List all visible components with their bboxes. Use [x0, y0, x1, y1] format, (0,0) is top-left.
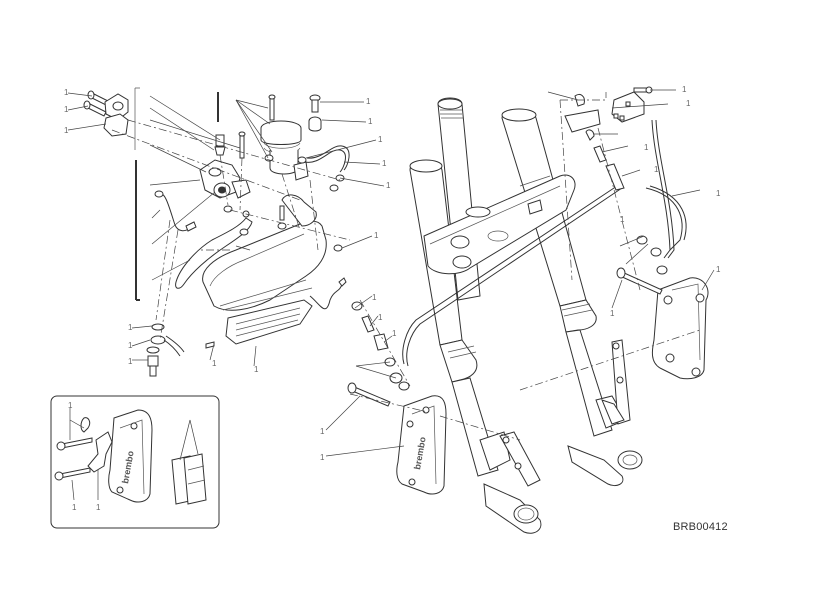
callout: 1 [378, 135, 383, 144]
pad-retaining-pin [80, 417, 91, 433]
banjo-bolt [214, 134, 226, 156]
sensor-bracket [564, 93, 601, 133]
callout: 1 [686, 99, 691, 108]
inset-bolt-lower [54, 467, 91, 481]
leader-lines-left [131, 95, 385, 367]
callout: 1 [382, 159, 387, 168]
callout: 1 [368, 117, 373, 126]
callout: 1 [128, 341, 133, 350]
nut [223, 205, 233, 213]
brake-master-cylinder [199, 159, 251, 199]
callout: 1 [68, 401, 73, 410]
banjo-fittings-left [351, 301, 410, 391]
callout: 1 [716, 189, 721, 198]
callout: 1 [64, 105, 69, 114]
callout: 1 [320, 453, 325, 462]
washers-right [636, 235, 668, 275]
callout: 1 [374, 231, 379, 240]
handlebar-clamp [103, 93, 129, 137]
callout: 1 [72, 503, 77, 512]
callout: 1 [610, 309, 615, 318]
callout: 1 [372, 293, 377, 302]
callout: 1 [212, 359, 217, 368]
triple-clamp [423, 174, 576, 275]
leader-lines-right [325, 89, 715, 457]
assembly-lines-right [349, 92, 701, 441]
brake-hose-left-end [146, 323, 185, 377]
callout: 1 [254, 365, 259, 374]
callout: 1 [378, 313, 383, 322]
inset-caliper-kit: brembo [50, 395, 220, 529]
brake-caliper-left: brembo [396, 395, 447, 495]
fluid-reservoir [260, 94, 309, 181]
caliper-bolt-right [616, 267, 663, 295]
grommet [308, 116, 322, 132]
callout: 1 [128, 323, 133, 332]
callout: 1 [64, 88, 69, 97]
callout: 1 [366, 97, 371, 106]
drawing-code-label: BRB00412 [673, 521, 728, 533]
callout-marks: 1 1 1 1 1 1 1 1 1 1 1 1 1 1 1 1 1 1 1 1 … [64, 85, 721, 512]
inset-caliper: brembo [108, 409, 153, 503]
brake-line-rigid [402, 183, 623, 367]
handlebar-clamp-group [67, 90, 129, 137]
callout: 1 [716, 265, 721, 274]
callout: 1 [64, 126, 69, 135]
callout: 1 [320, 427, 325, 436]
brake-lever [175, 210, 253, 289]
brake-caliper-right [651, 277, 709, 380]
reservoir-cap-bolt [309, 94, 321, 113]
callout: 1 [96, 503, 101, 512]
front-fork-right [501, 108, 643, 487]
assembly-lines-left [111, 119, 351, 341]
speed-sensor [585, 129, 625, 191]
callout: 1 [682, 85, 687, 94]
reservoir-cover [202, 194, 347, 349]
callout: 1 [392, 329, 397, 338]
callout: 1 [654, 165, 659, 174]
brake-pads [171, 453, 207, 505]
callout: 1 [128, 357, 133, 366]
brake-hose-flexible [645, 119, 687, 259]
reservoir-hose [297, 145, 350, 192]
callout: 1 [386, 181, 391, 190]
pad-spring [87, 431, 113, 473]
group-bracket-top [134, 87, 140, 150]
long-pin-bolt [238, 131, 246, 159]
clamp-bolt-lower [83, 100, 107, 117]
inset-bolt-upper [56, 437, 93, 451]
callout: 1 [620, 215, 625, 224]
group-bracket-left [135, 160, 140, 301]
caliper-bolt-left [347, 382, 391, 407]
callout: 1 [644, 143, 649, 152]
screw [633, 86, 653, 94]
